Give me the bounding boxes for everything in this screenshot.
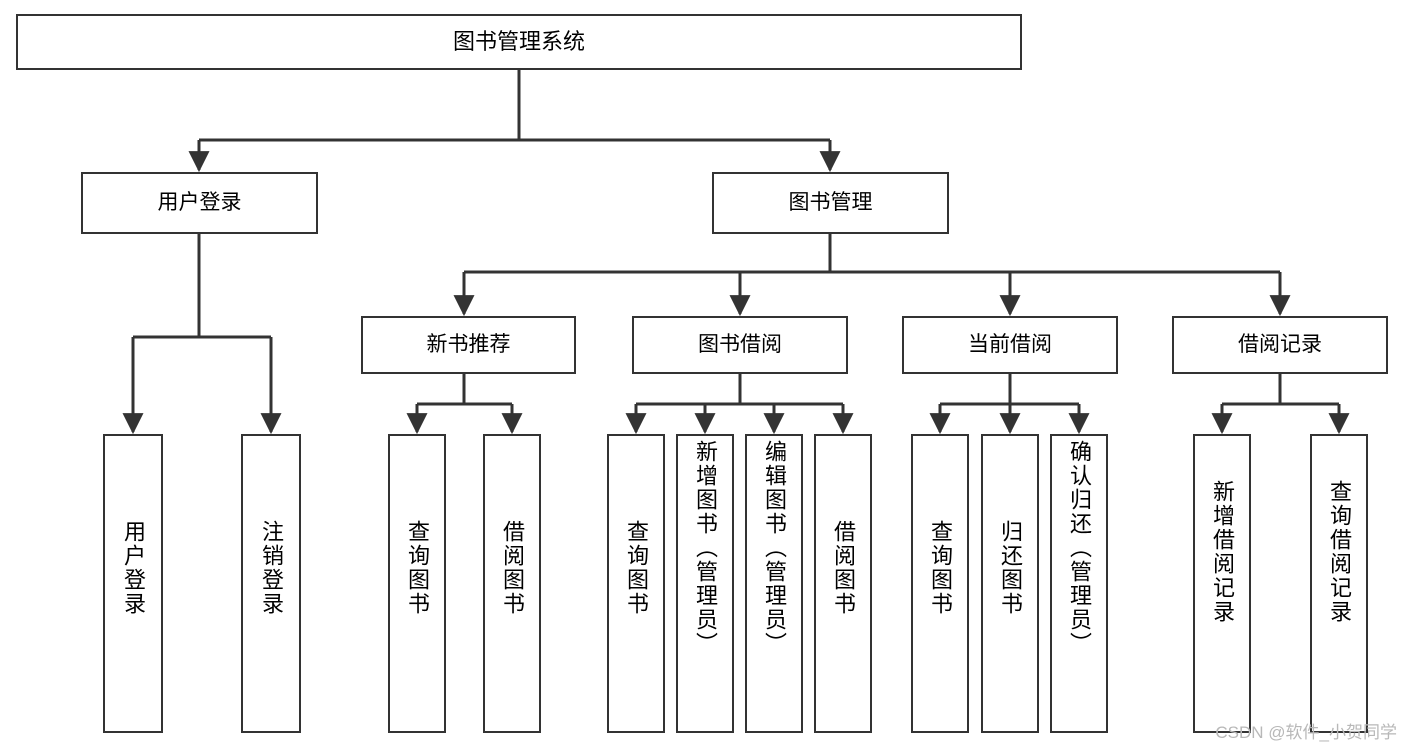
leaf-borrow-book-new[interactable]: 借阅图书 [483,434,541,733]
node-user-login[interactable]: 用户登录 [81,172,318,234]
leaf-add-borrow-record[interactable]: 新增借阅记录 [1193,434,1251,733]
node-label: 查询图书 [624,520,649,616]
node-label: 当前借阅 [968,332,1052,356]
leaf-query-borrow-record[interactable]: 查询借阅记录 [1310,434,1368,733]
node-label: 新增图书（管理员） [693,440,718,656]
node-borrow-record[interactable]: 借阅记录 [1172,316,1388,374]
leaf-user-login[interactable]: 用户登录 [103,434,163,733]
node-label: 借阅记录 [1238,332,1322,356]
node-root-book-management-system[interactable]: 图书管理系统 [16,14,1022,70]
node-label: 借阅图书 [831,520,856,616]
leaf-query-book-current[interactable]: 查询图书 [911,434,969,733]
node-label: 归还图书 [998,520,1023,616]
node-label: 图书管理 [788,190,873,214]
leaf-edit-book-admin[interactable]: 编辑图书（管理员） [745,434,803,733]
node-label: 借阅图书 [500,520,525,616]
node-label: 图书管理系统 [452,29,585,55]
leaf-query-book-borrow[interactable]: 查询图书 [607,434,665,733]
node-label: 查询图书 [928,520,953,616]
node-label: 新书推荐 [426,332,511,356]
node-label: 用户登录 [157,190,242,214]
node-label: 注销登录 [259,520,284,616]
node-label: 用户登录 [121,520,146,616]
leaf-query-book-new[interactable]: 查询图书 [388,434,446,733]
leaf-confirm-return-admin[interactable]: 确认归还（管理员） [1050,434,1108,733]
node-label: 新增借阅记录 [1210,480,1235,624]
node-label: 确认归还（管理员） [1067,440,1092,656]
node-label: 图书借阅 [698,332,782,356]
node-label: 编辑图书（管理员） [762,440,787,656]
leaf-borrow-book-borrow[interactable]: 借阅图书 [814,434,872,733]
leaf-return-book[interactable]: 归还图书 [981,434,1039,733]
node-label: 查询借阅记录 [1327,480,1352,624]
node-book-management[interactable]: 图书管理 [712,172,949,234]
leaf-logout-login[interactable]: 注销登录 [241,434,301,733]
node-book-borrow[interactable]: 图书借阅 [632,316,848,374]
node-current-borrow[interactable]: 当前借阅 [902,316,1118,374]
leaf-add-book-admin[interactable]: 新增图书（管理员） [676,434,734,733]
node-label: 查询图书 [405,520,430,616]
csdn-watermark: CSDN @软件_小贺同学 [1215,723,1397,742]
node-new-book-recommend[interactable]: 新书推荐 [361,316,576,374]
